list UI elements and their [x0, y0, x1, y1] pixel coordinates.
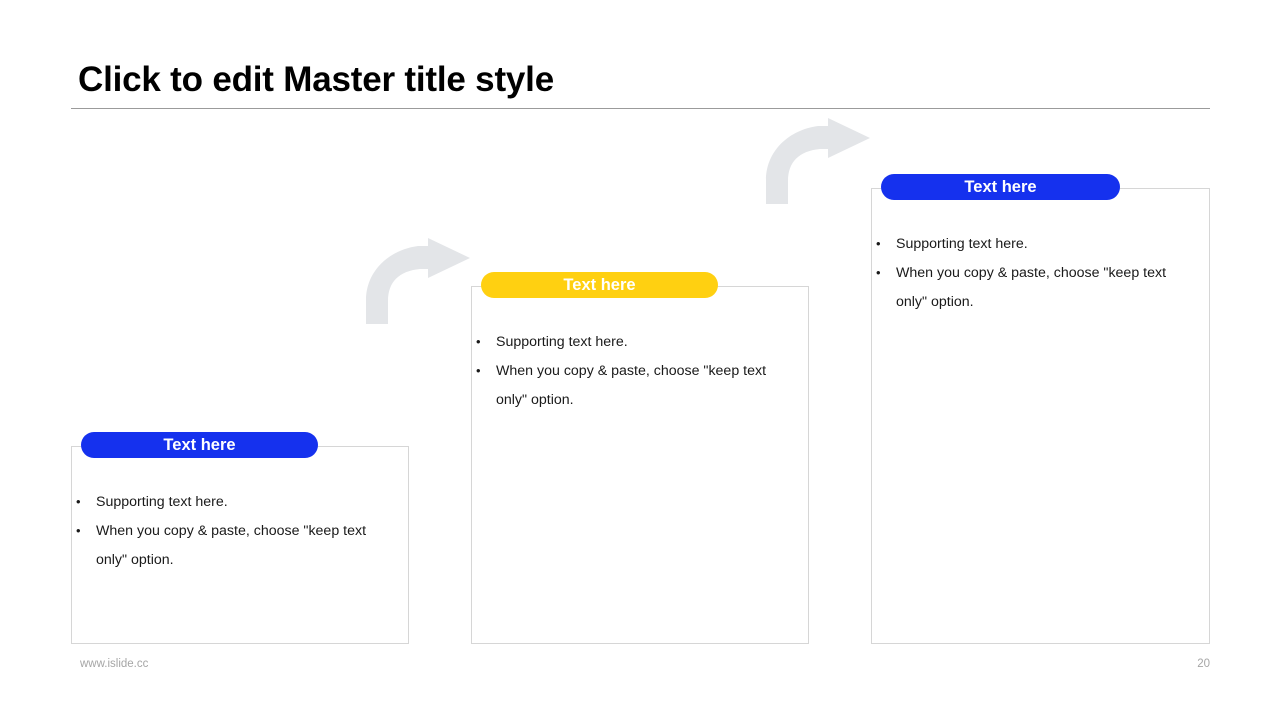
list-item[interactable]: Supporting text here.	[874, 230, 1195, 259]
bullet-list: Supporting text here. When you copy & pa…	[74, 488, 394, 574]
card-pill-label[interactable]: Text here	[81, 432, 318, 458]
list-item[interactable]: Supporting text here.	[74, 488, 394, 517]
page-title[interactable]: Click to edit Master title style	[78, 60, 554, 99]
curved-arrow-icon	[762, 118, 874, 208]
content-card[interactable]: Supporting text here. When you copy & pa…	[71, 446, 409, 644]
footer-website[interactable]: www.islide.cc	[80, 658, 149, 670]
content-card[interactable]: Supporting text here. When you copy & pa…	[471, 286, 809, 644]
slide-page-number: 20	[1197, 658, 1210, 670]
curved-arrow-icon	[362, 238, 474, 328]
card-pill-label[interactable]: Text here	[881, 174, 1120, 200]
list-item[interactable]: When you copy & paste, choose "keep text…	[74, 517, 394, 575]
title-divider	[71, 108, 1210, 109]
list-item[interactable]: Supporting text here.	[474, 328, 794, 357]
list-item[interactable]: When you copy & paste, choose "keep text…	[474, 357, 794, 415]
bullet-list: Supporting text here. When you copy & pa…	[874, 230, 1195, 316]
content-card[interactable]: Supporting text here. When you copy & pa…	[871, 188, 1210, 644]
card-body: Supporting text here. When you copy & pa…	[72, 488, 408, 574]
list-item[interactable]: When you copy & paste, choose "keep text…	[874, 259, 1195, 317]
card-pill-label[interactable]: Text here	[481, 272, 718, 298]
bullet-list: Supporting text here. When you copy & pa…	[474, 328, 794, 414]
card-body: Supporting text here. When you copy & pa…	[472, 328, 808, 414]
card-body: Supporting text here. When you copy & pa…	[872, 230, 1209, 316]
